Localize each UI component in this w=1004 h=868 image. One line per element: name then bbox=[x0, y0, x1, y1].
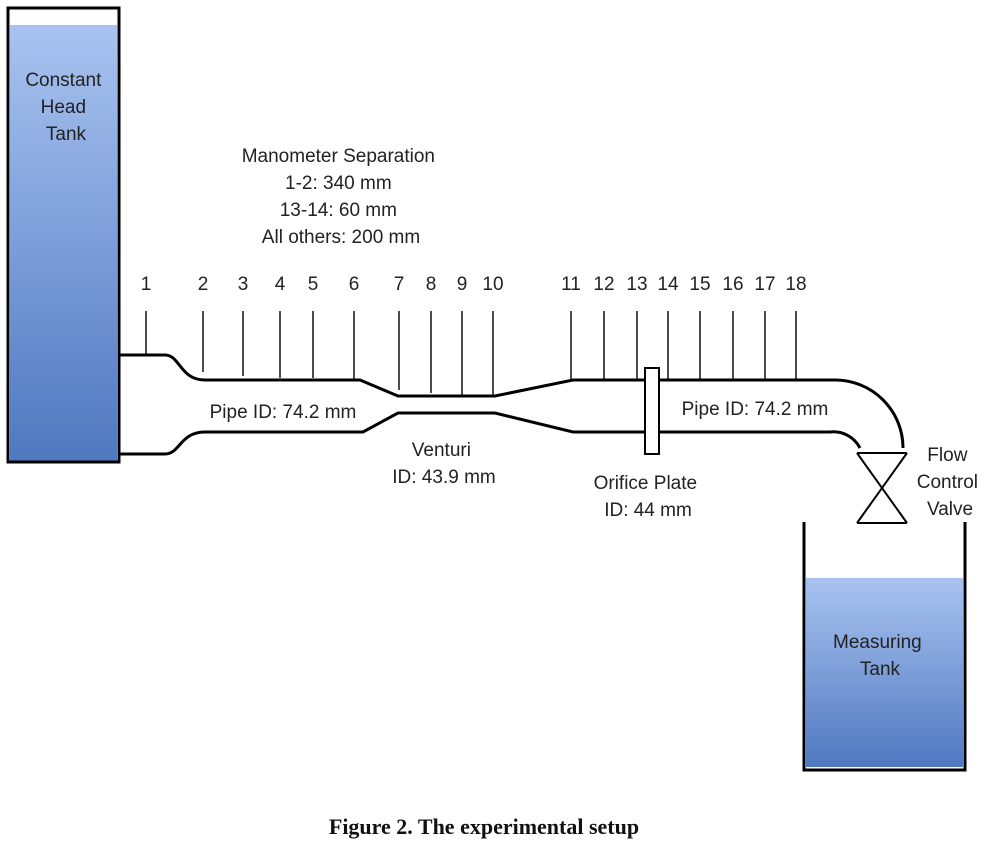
manometer-number-2: 2 bbox=[198, 274, 209, 295]
manometer-number-16: 16 bbox=[722, 274, 743, 295]
pipe-lower-wall bbox=[119, 411, 862, 456]
manometer-number-10: 10 bbox=[482, 274, 503, 295]
measuring-tank: Measuring Tank bbox=[802, 522, 967, 772]
manometer-number-5: 5 bbox=[308, 274, 319, 295]
manometer-number-1: 1 bbox=[141, 274, 152, 295]
manometer-number-12: 12 bbox=[593, 274, 614, 295]
venturi-line-1: Venturi bbox=[412, 440, 471, 461]
manometer-number-4: 4 bbox=[275, 274, 286, 295]
manometer-separation-note: Manometer Separation 1-2: 340 mm 13-14: … bbox=[242, 146, 441, 248]
tank-right-line-2: Tank bbox=[860, 659, 901, 680]
separation-line-2: 1-2: 340 mm bbox=[285, 173, 392, 194]
manometer-number-14: 14 bbox=[657, 274, 679, 295]
pipe-label-right: Pipe ID: 74.2 mm bbox=[682, 399, 829, 420]
manometer-number-18: 18 bbox=[785, 274, 806, 295]
valve-line-2: Control bbox=[917, 472, 978, 493]
manometer-number-7: 7 bbox=[394, 274, 405, 295]
manometer-number-6: 6 bbox=[349, 274, 360, 295]
constant-head-tank: Constant Head Tank bbox=[6, 6, 121, 464]
separation-line-3: 13-14: 60 mm bbox=[280, 200, 397, 221]
pipe-upper-wall bbox=[119, 353, 905, 449]
manometer-number-3: 3 bbox=[238, 274, 249, 295]
valve-line-3: Valve bbox=[927, 499, 973, 520]
orifice-label: Orifice Plate ID: 44 mm bbox=[594, 473, 703, 521]
svg-text:Constant Head Tank: Constant Head Tank bbox=[25, 70, 106, 145]
orifice-plate bbox=[644, 367, 660, 455]
separation-line-1: Manometer Separation bbox=[242, 146, 435, 167]
tank-right-line-1: Measuring bbox=[833, 632, 922, 653]
manometer-number-9: 9 bbox=[457, 274, 468, 295]
orifice-line-2: ID: 44 mm bbox=[604, 500, 692, 521]
manometer-number-15: 15 bbox=[689, 274, 710, 295]
manometer-number-13: 13 bbox=[626, 274, 647, 295]
manometer-number-11: 11 bbox=[561, 274, 581, 295]
figure-caption: Figure 2. The experimental setup bbox=[329, 814, 639, 839]
svg-text:Measuring Tank: Measuring Tank bbox=[833, 632, 927, 680]
flow-control-valve-icon bbox=[856, 452, 908, 524]
separation-line-4: All others: 200 mm bbox=[262, 227, 420, 248]
manometer-number-8: 8 bbox=[426, 274, 437, 295]
tank-left-line-2: Head bbox=[41, 97, 86, 118]
venturi-label: Venturi ID: 43.9 mm bbox=[392, 440, 495, 488]
valve-label: Flow Control Valve bbox=[917, 445, 984, 520]
manometer-number-17: 17 bbox=[754, 274, 775, 295]
pipe-label-left: Pipe ID: 74.2 mm bbox=[210, 402, 357, 423]
venturi-line-2: ID: 43.9 mm bbox=[392, 467, 495, 488]
tank-left-line-3: Tank bbox=[46, 124, 87, 145]
valve-line-1: Flow bbox=[927, 445, 967, 466]
pipe-system bbox=[119, 353, 905, 456]
tank-left-line-1: Constant bbox=[25, 70, 102, 91]
orifice-line-1: Orifice Plate bbox=[594, 473, 697, 494]
